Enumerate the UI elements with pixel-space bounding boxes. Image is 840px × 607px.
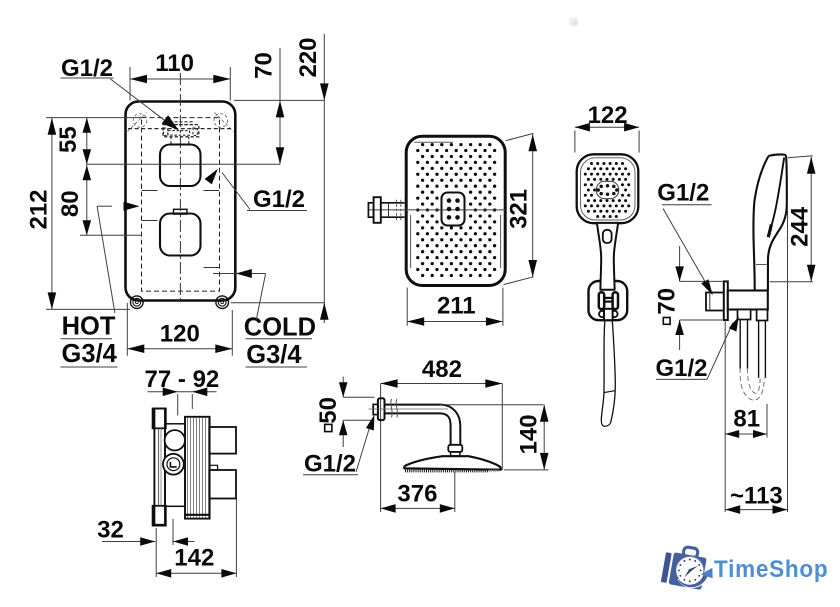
svg-text:55: 55 [55, 126, 82, 153]
svg-text:G1/2: G1/2 [657, 180, 709, 207]
svg-text:482: 482 [422, 356, 462, 383]
svg-text:80: 80 [57, 190, 84, 217]
svg-text:81: 81 [733, 405, 760, 432]
svg-text:140: 140 [515, 414, 542, 454]
svg-text:321: 321 [505, 189, 532, 229]
svg-text:G3/4: G3/4 [62, 340, 118, 368]
svg-text:~113: ~113 [730, 483, 783, 510]
svg-text:G1/2: G1/2 [655, 355, 707, 382]
svg-text:122: 122 [588, 102, 628, 129]
svg-text:212: 212 [25, 189, 52, 229]
svg-text:50: 50 [315, 397, 342, 424]
svg-text:244: 244 [786, 206, 813, 247]
svg-text:70: 70 [654, 288, 681, 315]
svg-text:142: 142 [174, 545, 214, 572]
svg-text:G1/2: G1/2 [304, 451, 356, 478]
svg-text:HOT: HOT [62, 313, 116, 341]
svg-text:G1/2: G1/2 [253, 186, 305, 213]
svg-text:77 - 92: 77 - 92 [145, 366, 220, 393]
svg-text:211: 211 [437, 292, 476, 319]
svg-text:376: 376 [397, 480, 437, 507]
svg-text:G3/4: G3/4 [246, 341, 302, 369]
svg-text:32: 32 [97, 516, 124, 543]
svg-text:TimeShop: TimeShop [714, 555, 828, 582]
svg-text:220: 220 [295, 37, 322, 77]
svg-text:120: 120 [160, 321, 200, 348]
svg-text:110: 110 [155, 50, 194, 77]
svg-text:70: 70 [251, 52, 278, 79]
svg-text:COLD: COLD [244, 313, 316, 341]
